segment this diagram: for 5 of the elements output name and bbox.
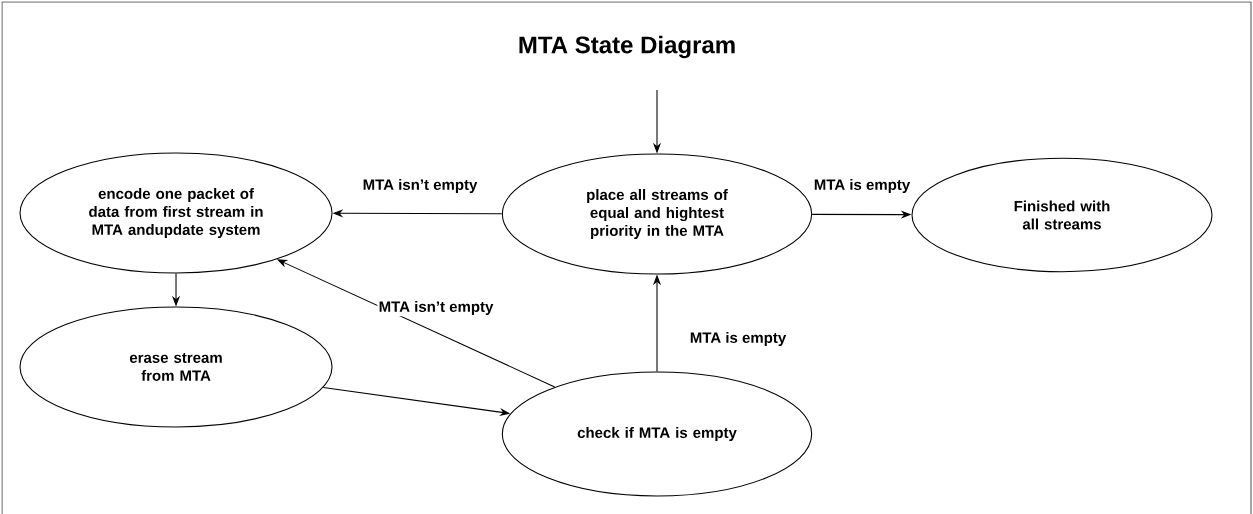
edge-label: MTA isn’t empty (361, 177, 479, 195)
title: MTA State Diagram (519, 35, 735, 59)
edge-label: MTA isn’t empty (377, 299, 495, 317)
edge-label: MTA is empty (688, 330, 788, 348)
edge-label: MTA is empty (812, 177, 912, 195)
